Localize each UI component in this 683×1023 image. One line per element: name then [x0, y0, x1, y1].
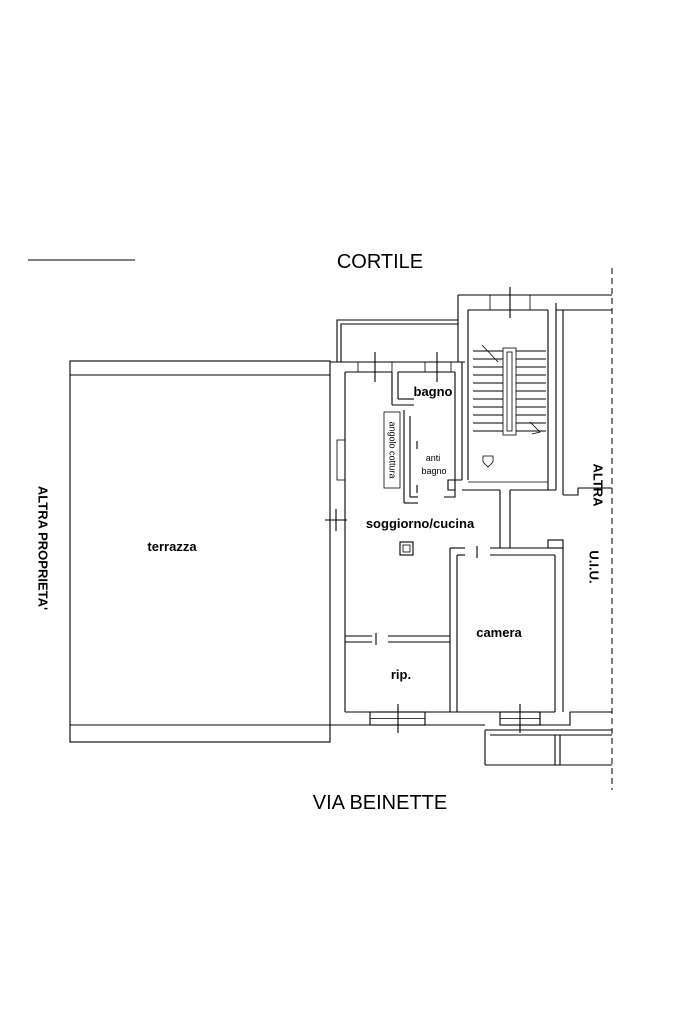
bedroom-walls — [449, 548, 564, 712]
courtyard-label: CORTILE — [337, 251, 423, 273]
bedroom-label: camera — [476, 625, 522, 640]
right-neighbor-label-upper: ALTRA — [591, 463, 606, 507]
courtyard-wall-outer — [336, 319, 458, 362]
right-neighbor-label-lower: U.I.U. — [587, 550, 602, 583]
street-label: VIA BEINETTE — [313, 792, 447, 814]
living-kitchen-label: soggiorno/cucina — [366, 516, 475, 531]
stair-treads — [473, 350, 546, 432]
window-symbol-icon — [336, 439, 346, 481]
column-pillar-inner — [402, 544, 411, 553]
right-notch — [563, 487, 612, 496]
stair-center-inner — [506, 351, 513, 432]
storage-walls — [345, 633, 450, 645]
entrance-marker-icon — [325, 509, 347, 531]
window-symbol-icon — [357, 352, 393, 382]
stair-center-outer — [502, 347, 517, 436]
kitchenette-label: angolo cottura — [388, 421, 398, 478]
storage-label: rip. — [391, 667, 411, 682]
window-frame — [424, 361, 452, 373]
counter-outline — [383, 411, 401, 489]
bathroom-label: bagno — [414, 384, 453, 399]
arrow-head — [529, 421, 541, 435]
courtyard-wall-inner — [340, 323, 458, 362]
terrace-border — [69, 360, 331, 743]
ante-bath-label-line2: bagno — [421, 466, 446, 476]
right-block-walls — [556, 309, 612, 496]
staircase-icon — [473, 347, 546, 436]
corner-pillar — [547, 539, 564, 549]
stair-direction-arrow-icon — [481, 344, 541, 435]
left-neighbor-label: ALTRA PROPRIETA' — [36, 486, 51, 610]
stairwell-walls — [457, 294, 612, 491]
street-balconies — [484, 729, 612, 766]
apartment-outer-walls — [330, 361, 555, 726]
terrace-outline — [69, 360, 331, 743]
kitchenette-counter — [383, 410, 418, 504]
ante-bath-marks — [416, 441, 462, 498]
ante-bath-label-line1: anti — [426, 453, 441, 463]
entrance-marker-icon — [482, 455, 494, 468]
bathroom-walls — [391, 362, 463, 490]
window-symbol-icon — [424, 352, 452, 382]
courtyard-enclosure — [336, 319, 458, 362]
column-pillar-icon — [399, 541, 414, 556]
terrace-label: terrazza — [147, 539, 197, 554]
window-symbol-icon — [499, 704, 541, 733]
window-symbol-icon — [489, 287, 531, 318]
corridor-walls — [450, 490, 564, 558]
arrow-shaft — [481, 344, 499, 363]
window-symbol-icon — [369, 704, 426, 733]
ante-bath-bottom-wall — [444, 479, 462, 498]
bottom-right-bump — [539, 711, 612, 726]
